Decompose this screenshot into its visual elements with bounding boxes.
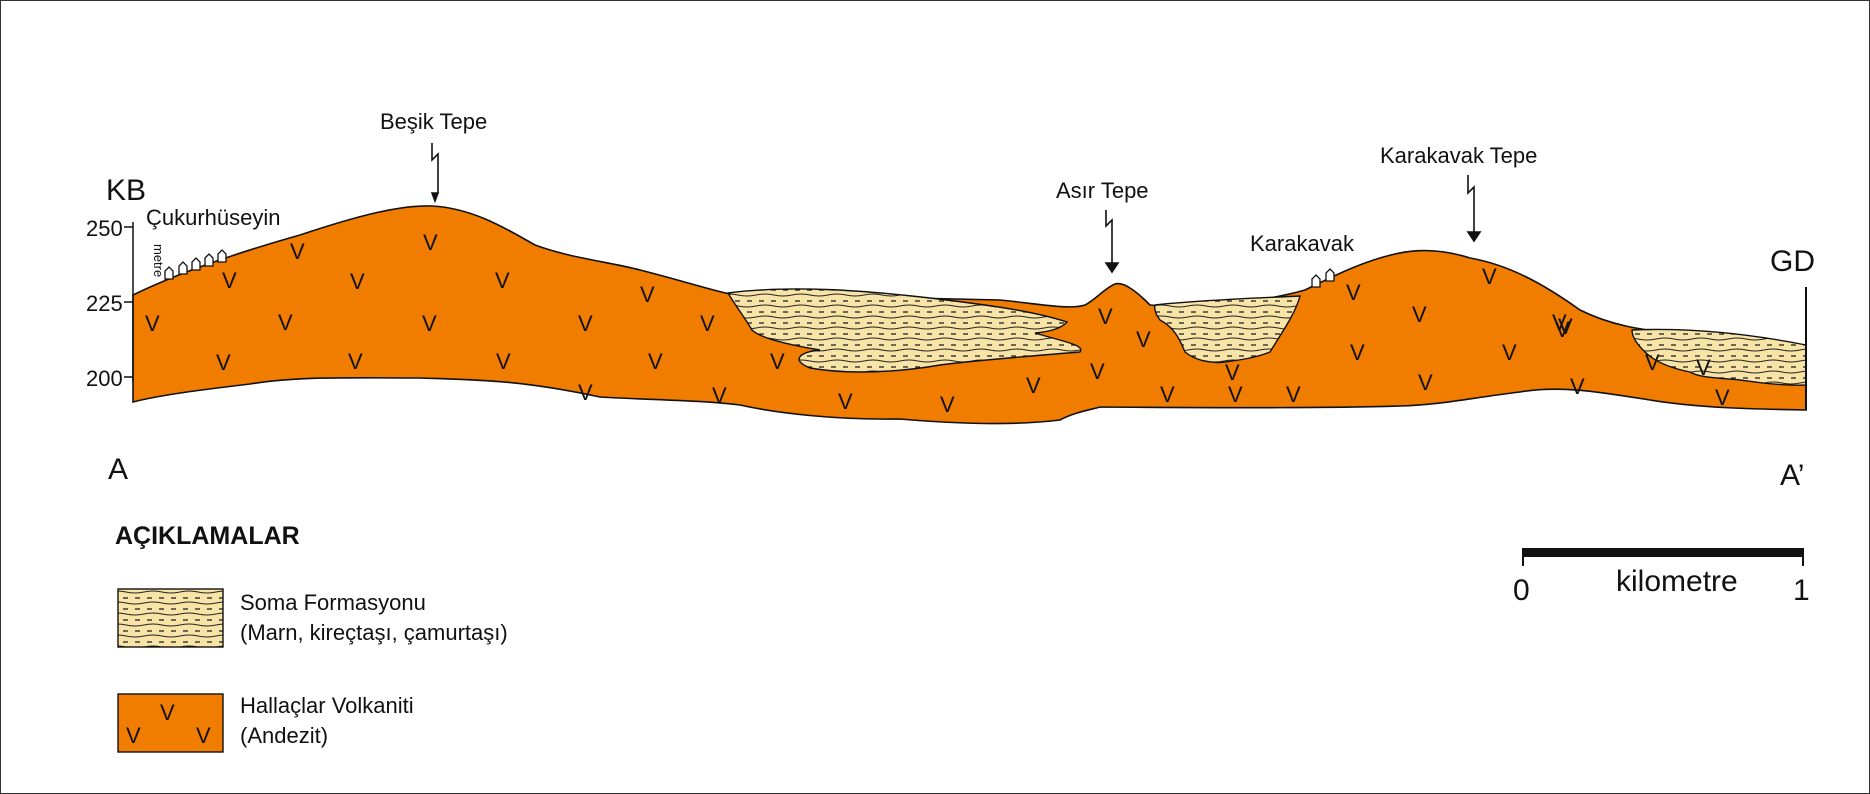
direction-right-label: GD xyxy=(1770,245,1815,278)
svg-text:V: V xyxy=(1645,350,1660,375)
svg-text:V: V xyxy=(1286,382,1301,407)
svg-text:V: V xyxy=(578,311,593,336)
svg-text:V: V xyxy=(1228,382,1243,407)
svg-text:V: V xyxy=(495,268,510,293)
direction-left-label: KB xyxy=(106,174,146,207)
svg-text:V: V xyxy=(1098,304,1113,329)
legend-hallaclar-desc: (Andezit) xyxy=(240,723,328,748)
svg-text:V: V xyxy=(422,311,437,336)
svg-text:V: V xyxy=(423,230,438,255)
svg-text:V: V xyxy=(1482,264,1497,289)
scale-end: 1 xyxy=(1793,574,1810,607)
section-end-label: A’ xyxy=(1780,459,1804,492)
axis-tick-200: 200 xyxy=(86,366,123,391)
svg-text:V: V xyxy=(640,282,655,307)
svg-text:V: V xyxy=(290,239,305,264)
section-start-label: A xyxy=(108,453,128,486)
svg-text:V: V xyxy=(222,268,237,293)
label-karakavak-tepe: Karakavak Tepe xyxy=(1380,143,1537,168)
svg-text:V: V xyxy=(1502,340,1517,365)
svg-text:V: V xyxy=(1715,385,1730,410)
svg-text:V: V xyxy=(348,349,363,374)
svg-text:V: V xyxy=(1570,374,1585,399)
svg-text:V: V xyxy=(145,311,160,336)
legend-title: AÇIKLAMALAR xyxy=(115,522,300,550)
scale-unit: kilometre xyxy=(1616,565,1738,598)
legend-marl-swatch xyxy=(118,589,223,647)
svg-text:V: V xyxy=(1090,359,1105,384)
svg-text:V: V xyxy=(1026,373,1041,398)
axis-tick-225: 225 xyxy=(86,291,123,316)
label-cukurhuseyin: Çukurhüseyin xyxy=(146,205,281,230)
svg-text:V: V xyxy=(1555,317,1570,342)
label-asir-tepe: Asır Tepe xyxy=(1056,178,1149,203)
svg-text:V: V xyxy=(838,389,853,414)
label-karakavak-village: Karakavak xyxy=(1250,231,1355,256)
svg-text:V: V xyxy=(160,700,175,725)
svg-text:V: V xyxy=(1160,382,1175,407)
svg-text:V: V xyxy=(578,380,593,405)
svg-text:V: V xyxy=(1350,340,1365,365)
scale-start: 0 xyxy=(1513,574,1530,607)
axis-tick-250: 250 xyxy=(86,216,123,241)
axis-unit-label: metre xyxy=(151,244,166,277)
svg-text:V: V xyxy=(216,350,231,375)
legend-soma-desc: (Marn, kireçtaşı, çamurtaşı) xyxy=(240,620,508,645)
svg-text:V: V xyxy=(712,383,727,408)
svg-text:V: V xyxy=(126,723,141,748)
svg-text:V: V xyxy=(1225,360,1240,385)
svg-text:V: V xyxy=(648,349,663,374)
legend-hallaclar-name: Hallaçlar Volkaniti xyxy=(240,693,414,718)
legend-soma-name: Soma Formasyonu xyxy=(240,590,426,615)
svg-text:V: V xyxy=(278,310,293,335)
svg-text:V: V xyxy=(350,269,365,294)
svg-text:V: V xyxy=(1412,302,1427,327)
svg-text:V: V xyxy=(1136,327,1151,352)
svg-text:V: V xyxy=(770,349,785,374)
svg-text:V: V xyxy=(196,723,211,748)
svg-text:V: V xyxy=(496,349,511,374)
svg-text:V: V xyxy=(1346,280,1361,305)
svg-text:V: V xyxy=(940,392,955,417)
svg-text:V: V xyxy=(700,311,715,336)
svg-text:V: V xyxy=(1418,370,1433,395)
scale-bar xyxy=(1523,548,1803,566)
svg-text:V: V xyxy=(1696,355,1711,380)
label-besik-tepe: Beşik Tepe xyxy=(380,109,487,134)
